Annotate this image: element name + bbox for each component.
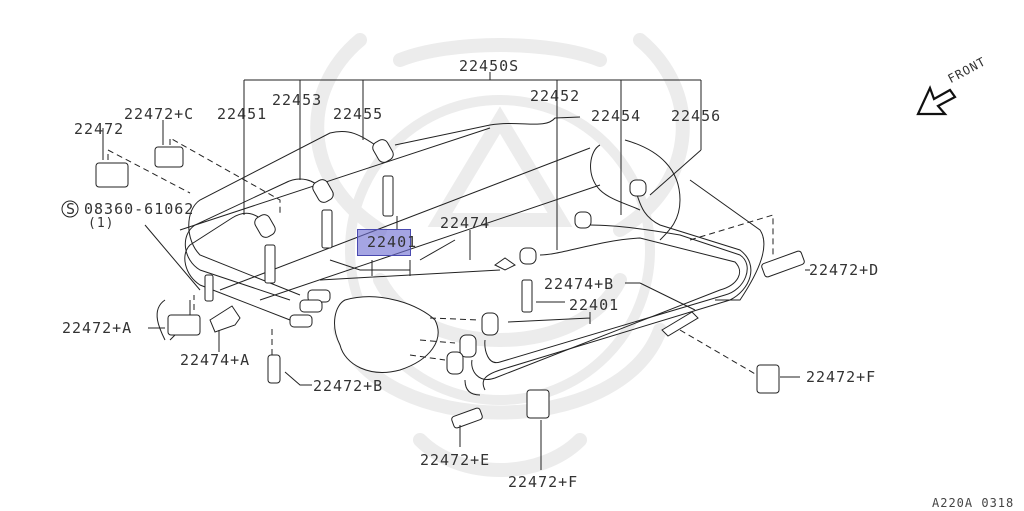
figure-code: A220A 0318 [932, 496, 1015, 510]
distributor [289, 289, 481, 373]
spark-plug-icon [382, 175, 394, 217]
plug-caps [254, 139, 647, 375]
dashed-leaders [107, 137, 774, 376]
bracket-icon [494, 257, 516, 271]
label-08360-61062[interactable]: 08360-61062 [84, 200, 195, 218]
standard-symbol-letter: S [66, 200, 77, 218]
label-22472[interactable]: 22472 [74, 120, 125, 138]
label-22472-B[interactable]: 22472+B [313, 377, 384, 395]
bolt-icon [204, 274, 214, 302]
label-22472-F-bottom[interactable]: 22472+F [508, 473, 579, 491]
label-22401-highlighted[interactable]: 22401 [367, 234, 417, 250]
label-22455[interactable]: 22455 [333, 105, 384, 123]
clamp-icon [756, 364, 780, 394]
label-22452[interactable]: 22452 [530, 87, 581, 105]
label-bolt-qty: (1) [88, 216, 115, 231]
label-leaders [102, 120, 810, 470]
assembly-leader-lines [243, 72, 702, 250]
front-arrow-icon [916, 85, 957, 116]
clamp-icon [526, 389, 550, 419]
label-22401-suffix: 1 [407, 233, 418, 251]
clamp-icon [761, 250, 805, 278]
spark-plug-icon [521, 279, 533, 313]
label-22451[interactable]: 22451 [217, 105, 268, 123]
clamp-icon [167, 314, 201, 336]
label-22472-C[interactable]: 22472+C [124, 105, 195, 123]
clamp-icon [267, 354, 281, 384]
label-22472-F-right[interactable]: 22472+F [806, 368, 877, 386]
label-22454[interactable]: 22454 [591, 107, 642, 125]
label-22474-B[interactable]: 22474+B [544, 275, 615, 293]
label-22472-E[interactable]: 22472+E [420, 451, 491, 469]
highlighted-part-box[interactable] [357, 229, 411, 256]
spark-plug-icon [264, 244, 276, 284]
label-22401-main: 2240 [367, 233, 408, 251]
label-22401-lower[interactable]: 22401 [569, 296, 620, 314]
clamp-icon [154, 146, 184, 168]
label-22450S[interactable]: 22450S [459, 57, 520, 75]
bracket-icon [209, 305, 241, 333]
label-22472-A[interactable]: 22472+A [62, 319, 133, 337]
label-22472-D[interactable]: 22472+D [809, 261, 880, 279]
ignition-wires [184, 130, 752, 396]
label-22453[interactable]: 22453 [272, 91, 323, 109]
spark-plug-icon [321, 209, 333, 249]
label-22456[interactable]: 22456 [671, 107, 722, 125]
label-22474[interactable]: 22474 [440, 214, 491, 232]
clamp-icon [95, 162, 129, 188]
clamp-icon [451, 407, 483, 429]
label-22474-A[interactable]: 22474+A [180, 351, 251, 369]
bracket-icon [661, 311, 699, 337]
spark-plug-group [264, 175, 533, 313]
standard-part-symbol-icon [61, 200, 79, 218]
clamps [95, 146, 805, 429]
